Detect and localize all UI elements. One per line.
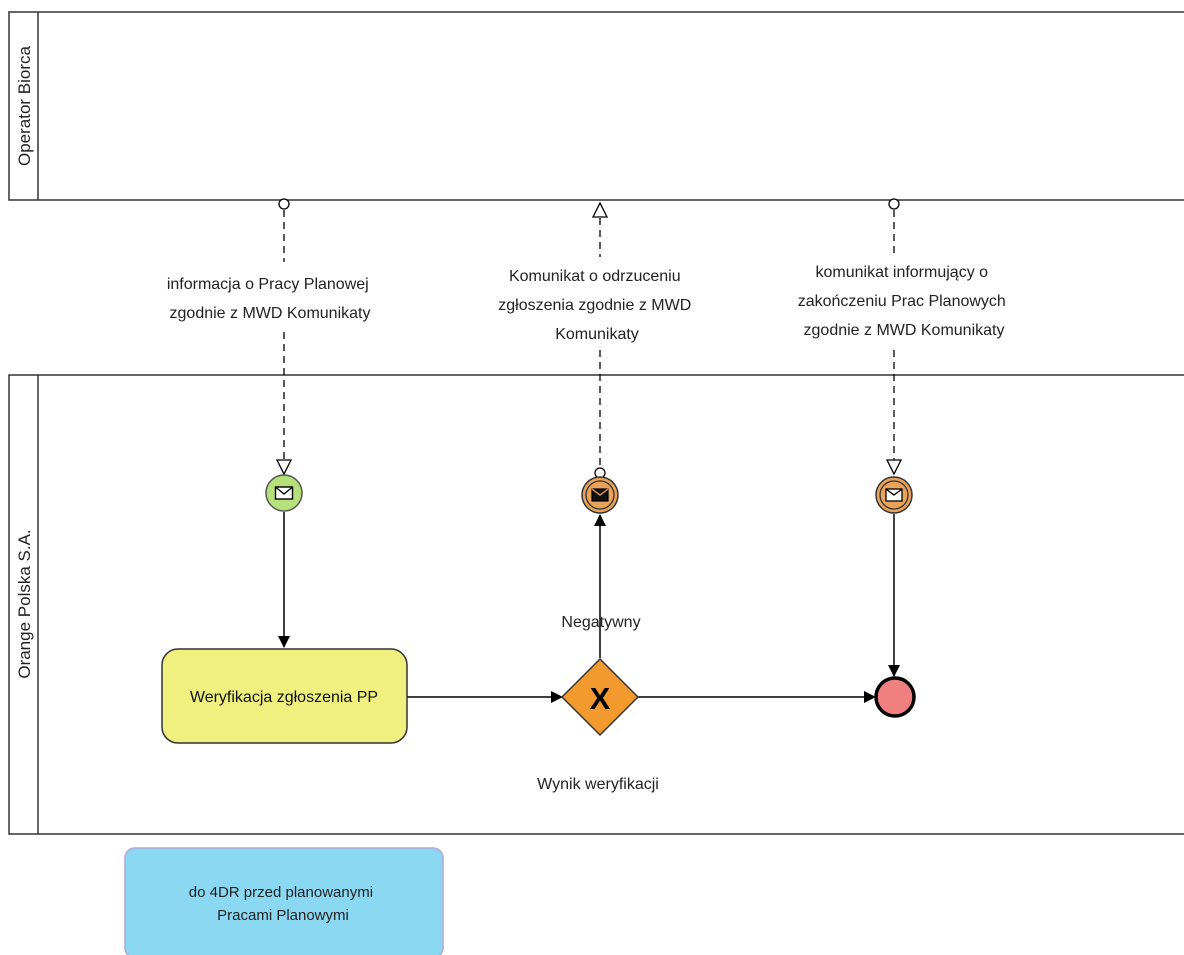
message-flow-3-label-line1: komunikat informujący o — [816, 264, 989, 281]
task-weryfikacja[interactable]: Weryfikacja zgłoszenia PP — [161, 648, 408, 744]
message-flow-3-label-line3: zgodnie z MWD Komunikaty — [804, 322, 1005, 339]
message-flow-1: informacja o Pracy Planowej zgodnie z MW… — [167, 198, 373, 476]
message-throw-event-rejection[interactable] — [581, 476, 619, 514]
note-line-1: do 4DR przed planowanymi — [189, 884, 373, 901]
note-line-2: Pracami Planowymi — [217, 907, 349, 924]
svg-text:do 4DR przed planowanymi: do 4DR przed planowanymi Pracami Planowy… — [189, 884, 377, 924]
pool-label-operator: Operator Biorca — [15, 45, 34, 166]
message-flow-2-label-line2: zgłoszenia zgodnie z MWD — [498, 297, 691, 314]
pool-label-orange: Orange Polska S.A. — [15, 529, 34, 678]
message-flow-2-label-line1: Komunikat o odrzuceniu — [509, 268, 681, 285]
annotation-note[interactable]: do 4DR przed planowanymi Pracami Planowy… — [124, 847, 444, 955]
envelope-icon — [885, 488, 903, 502]
gateway-label: Wynik weryfikacji — [537, 776, 659, 793]
exclusive-gateway[interactable]: X — [560, 657, 640, 737]
message-flow-1-label-line1: informacja o Pracy Planowej — [167, 276, 369, 293]
task-label: Weryfikacja zgłoszenia PP — [190, 689, 378, 706]
message-flow-1-label-line2: zgodnie z MWD Komunikaty — [170, 305, 371, 322]
end-event[interactable] — [874, 676, 916, 718]
message-flow-2-label-line3: Komunikaty — [555, 326, 639, 343]
pool-operator-biorca: Operator Biorca — [8, 11, 1184, 201]
sequence-label-negative: Negatywny — [561, 614, 640, 631]
message-flow-3-label-line2: zakończeniu Prac Planowych — [798, 293, 1006, 310]
gateway-x-icon: X — [590, 681, 611, 716]
message-flow-2: Komunikat o odrzuceniu zgłoszenia zgodni… — [498, 201, 695, 479]
svg-text:informacja o Pracy Planowej: informacja o Pracy Planowej zgodnie z MW… — [167, 276, 373, 322]
envelope-icon — [274, 486, 294, 500]
message-flow-3: komunikat informujący o zakończeniu Prac… — [798, 198, 1011, 476]
message-event-completion[interactable] — [875, 476, 913, 514]
sequence-flows — [278, 512, 900, 703]
start-message-event[interactable] — [265, 474, 303, 512]
envelope-icon — [591, 488, 609, 502]
pool-orange-polska: Orange Polska S.A. — [8, 374, 1184, 835]
svg-text:Komunikat o odrzuceniu z: Komunikat o odrzuceniu zgłoszenia zgodni… — [498, 268, 695, 343]
svg-text:komunikat informujący o: komunikat informujący o zakończeniu Prac… — [798, 264, 1011, 339]
